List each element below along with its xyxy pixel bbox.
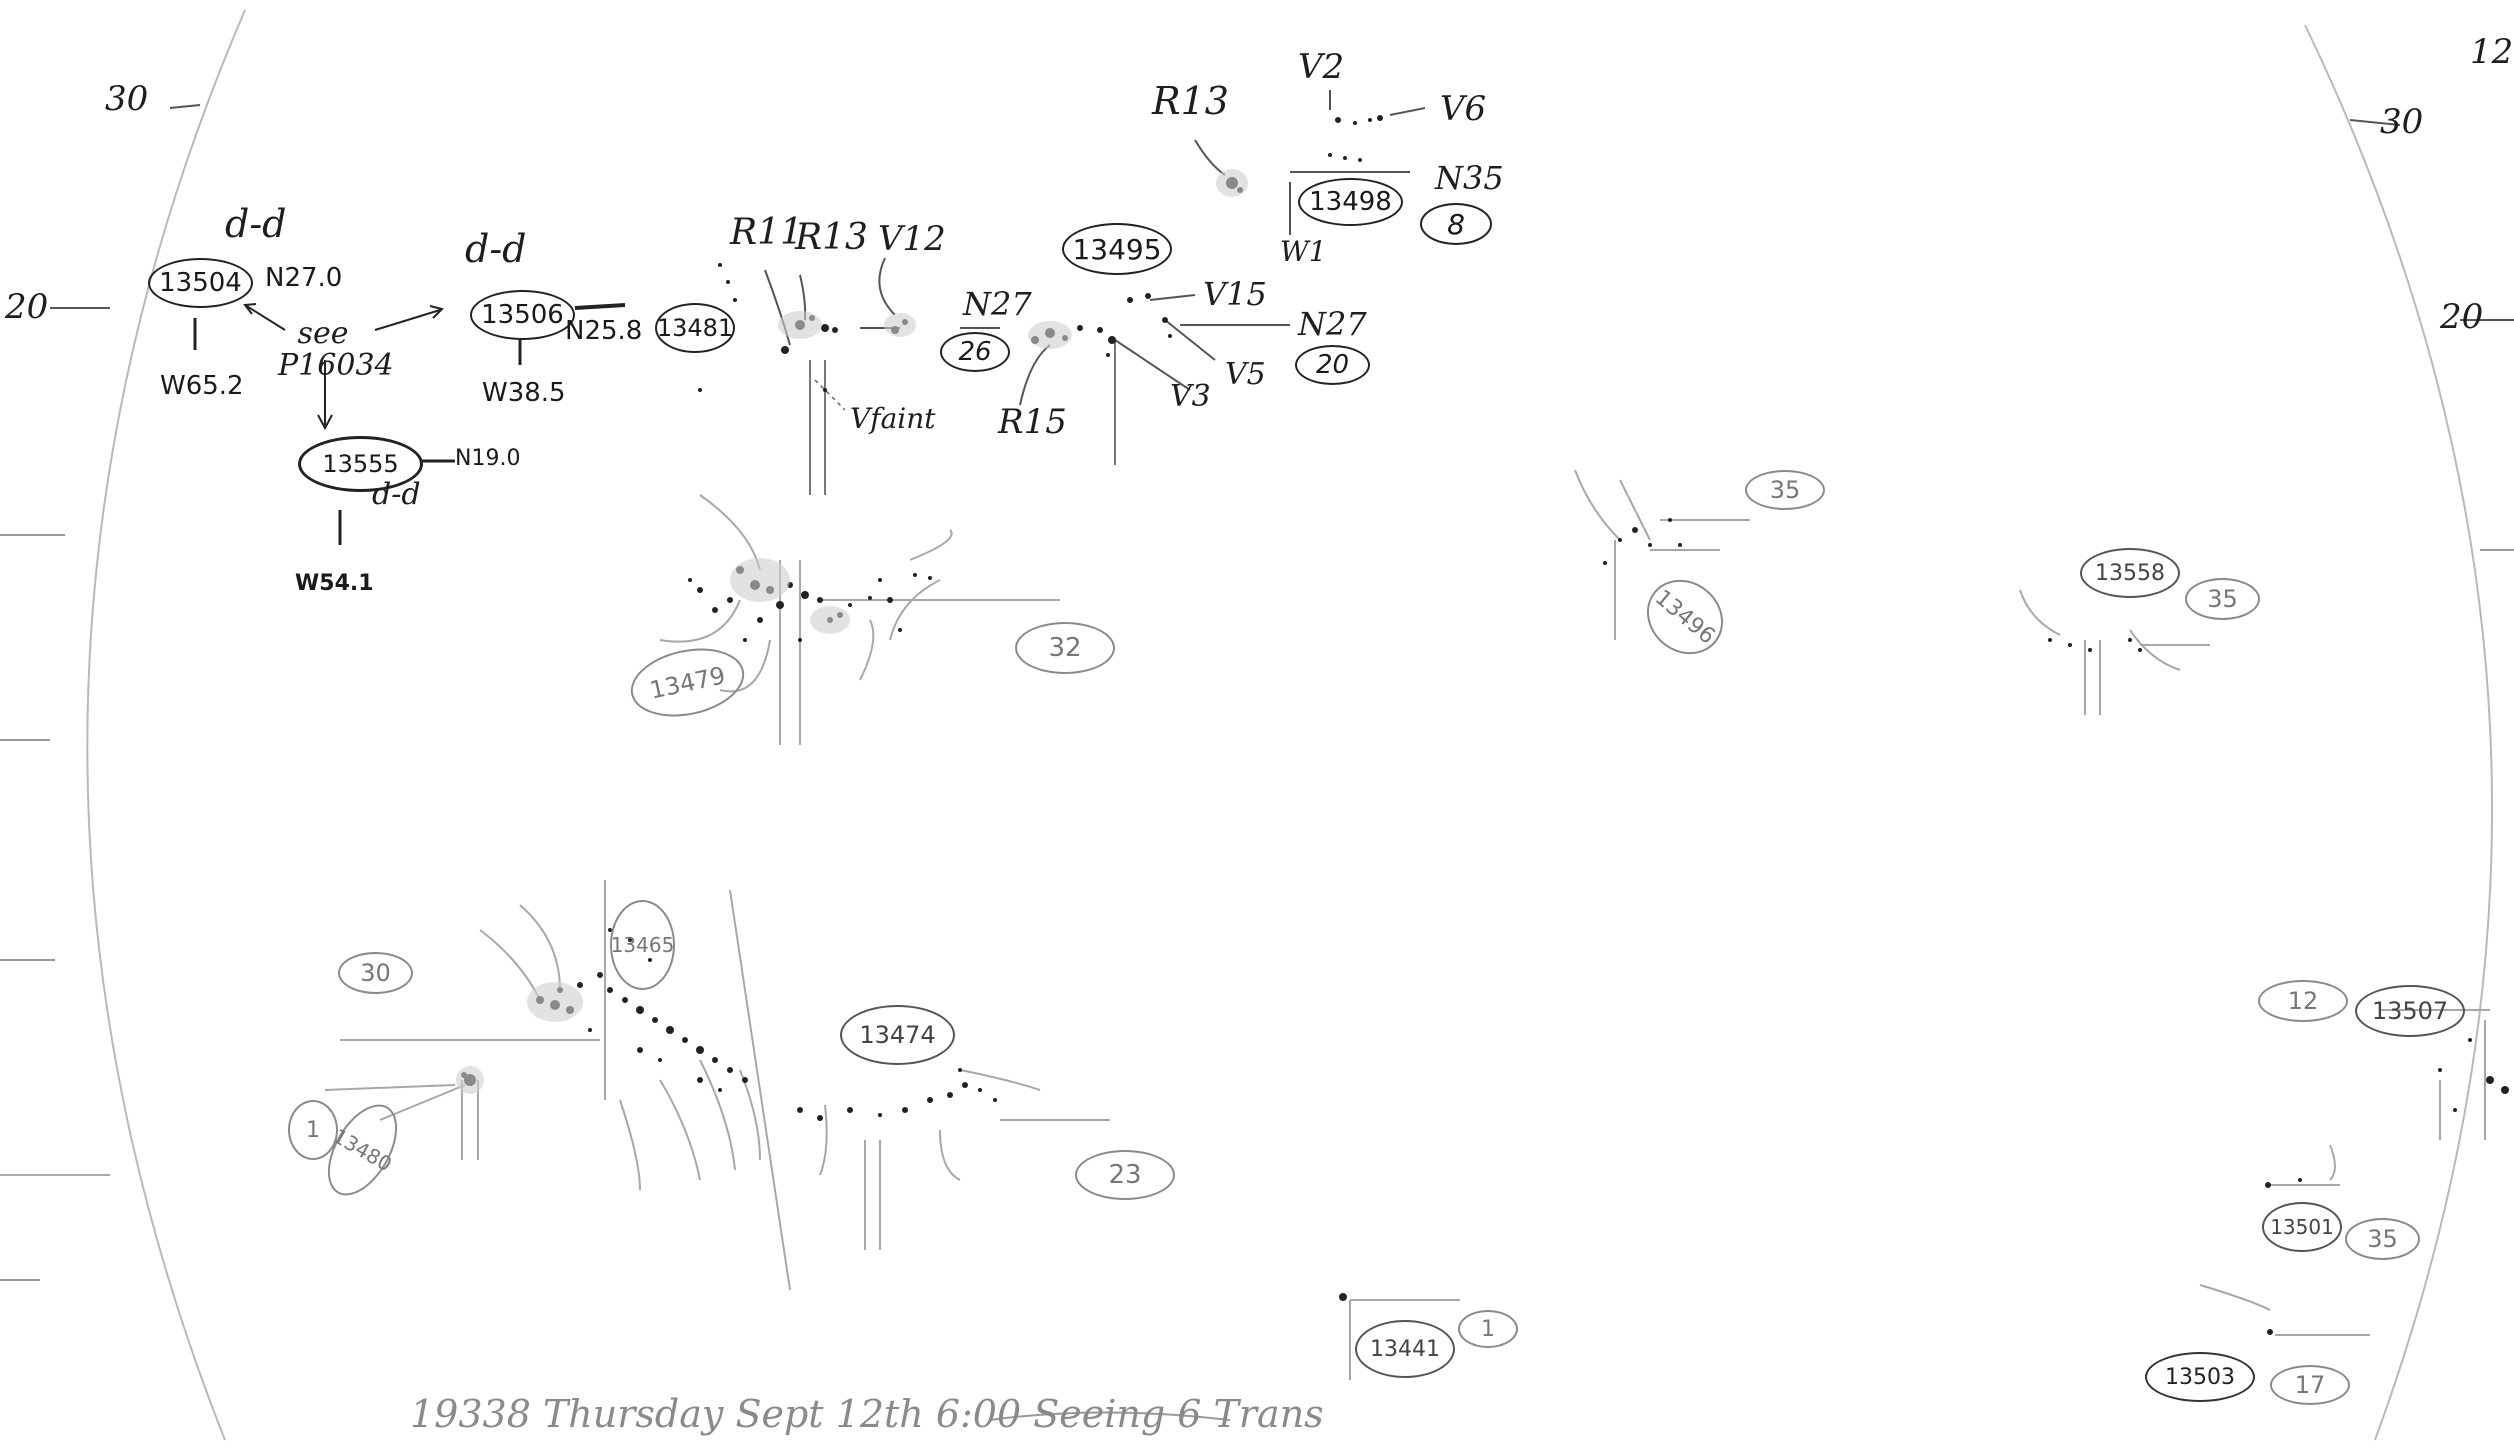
group2-v12: V12 [878, 219, 946, 259]
spot-13479-number: 13479 [647, 660, 728, 705]
count-30-number: 30 [360, 959, 391, 987]
margin-label-left-30: 30 [105, 79, 149, 119]
count-26: 26 [940, 332, 1010, 372]
group1-mid-label: d-d [465, 227, 527, 271]
spot-13501: 13501 [2262, 1202, 2342, 1252]
group3-r13: R13 [1152, 79, 1229, 123]
spot-13501-number: 13501 [2270, 1215, 2334, 1239]
count-12: 12 [2258, 980, 2348, 1022]
group3-v2: V2 [1298, 47, 1345, 87]
spot-13498: 13498 [1298, 178, 1403, 226]
spot-13474: 13474 [840, 1005, 955, 1065]
group1-left-w: W65.2 [160, 371, 244, 401]
spot-13507-number: 13507 [2371, 997, 2449, 1025]
spot-13555: 13555 [298, 436, 423, 492]
group2-v5: V5 [1225, 357, 1266, 392]
spot-13495-number: 13495 [1072, 232, 1162, 266]
group1-lower-w: W54.1 [295, 571, 374, 596]
margin-label-right-30: 30 [2380, 102, 2424, 142]
group2-n27b: N27 [1298, 305, 1367, 343]
spot-13558-number: 13558 [2095, 560, 2165, 586]
count-17: 17 [2270, 1365, 2350, 1405]
spot-13465: 13465 [610, 900, 675, 990]
group1-lower-n: N19.0 [455, 446, 521, 471]
spot-13495: 13495 [1062, 223, 1172, 275]
count-1b-number: 1 [1481, 1316, 1495, 1342]
group2-v15: V15 [1203, 275, 1267, 313]
count-35b: 35 [2185, 578, 2260, 620]
group1-lower-label: d-d [372, 477, 421, 512]
count-32-number: 32 [1048, 633, 1082, 663]
margin-label-right-20: 20 [2440, 297, 2484, 337]
spot-13558: 13558 [2080, 548, 2180, 598]
count-1b: 1 [1458, 1310, 1518, 1348]
footer-underline [989, 1411, 1231, 1421]
group2-vfaint: Vfaint [850, 402, 936, 435]
count-20: 20 [1295, 345, 1370, 385]
count-35b-number: 35 [2207, 585, 2238, 613]
count-8: 8 [1420, 203, 1492, 245]
group2-r13: R13 [795, 217, 868, 258]
group2-n27a: N27 [963, 285, 1032, 323]
spot-13474-number: 13474 [859, 1021, 936, 1049]
group3-w1: W1 [1280, 235, 1327, 268]
count-23-number: 23 [1108, 1160, 1142, 1190]
count-32: 32 [1015, 622, 1115, 674]
group2-r15: R15 [998, 402, 1067, 442]
count-17-number: 17 [2294, 1371, 2326, 1399]
spot-13506: 13506 [470, 290, 575, 340]
group1-left-n: N27.0 [265, 263, 343, 293]
disc-limb-right [2304, 24, 2494, 1441]
spot-13555-number: 13555 [322, 450, 399, 478]
disc-limb-left [86, 9, 246, 1441]
spot-13441: 13441 [1355, 1320, 1455, 1378]
spot-13441-number: 13441 [1370, 1336, 1440, 1362]
footer-observation-note: 19338 Thursday Sept 12th 6:00 Seeing 6 T… [410, 1392, 1324, 1436]
spot-13496-number: 13496 [1650, 584, 1720, 650]
spot-13507: 13507 [2355, 985, 2465, 1037]
group3-n35: N35 [1435, 159, 1504, 197]
spot-13503: 13503 [2145, 1352, 2255, 1402]
count-35a-number: 35 [1769, 476, 1801, 504]
spot-13506-number: 13506 [481, 300, 564, 330]
group1-note: see P16034 [278, 316, 394, 383]
spot-13503-number: 13503 [2165, 1364, 2235, 1390]
group1-mid-w: W38.5 [482, 378, 566, 408]
count-8-number: 8 [1447, 207, 1465, 241]
group1-left-label: d-d [225, 202, 287, 246]
count-12-number: 12 [2287, 987, 2319, 1015]
spot-13498-number: 13498 [1309, 187, 1392, 217]
spot-13504-number: 13504 [159, 268, 242, 298]
margin-label-left-20: 20 [5, 287, 49, 327]
group3-v6: V6 [1440, 89, 1487, 129]
count-35c: 35 [2345, 1218, 2420, 1260]
count-1a-number: 1 [306, 1117, 320, 1143]
count-30: 30 [338, 952, 413, 994]
count-20-number: 20 [1315, 350, 1350, 380]
group2-r11: R11 [730, 212, 803, 253]
count-23: 23 [1075, 1150, 1175, 1200]
count-35a: 35 [1745, 470, 1825, 510]
count-35c-number: 35 [2367, 1225, 2398, 1253]
spot-13504: 13504 [148, 258, 253, 308]
spot-13481-number: 13481 [656, 314, 734, 342]
spot-13481: 13481 [655, 303, 735, 353]
count-1a: 1 [288, 1100, 338, 1160]
group2-v3: V3 [1170, 379, 1211, 414]
group1-mid-n: N25.8 [565, 316, 643, 346]
margin-label-right-12: 12 [2470, 32, 2514, 72]
count-26-number: 26 [958, 337, 992, 367]
spot-13480-number: 13480 [328, 1123, 397, 1177]
spot-13465-number: 13465 [610, 933, 675, 957]
